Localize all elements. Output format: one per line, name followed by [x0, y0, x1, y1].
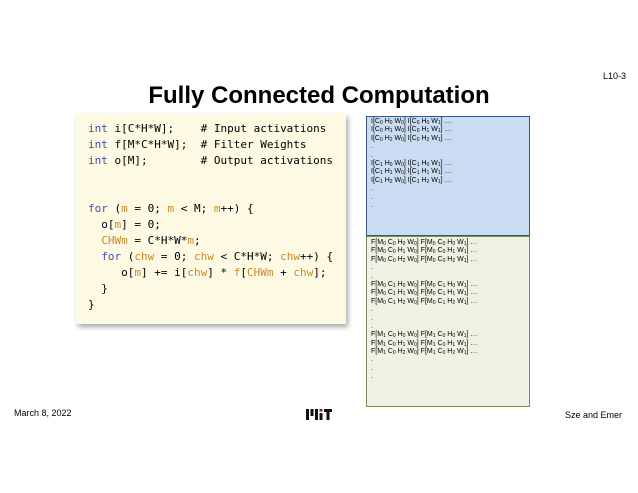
- slide-title: Fully Connected Computation: [148, 82, 490, 109]
- input-entry: .: [371, 151, 373, 159]
- code-line: for (chw = 0; chw < C*H*W; chw++) {: [88, 249, 346, 265]
- filter-entry: .: [371, 314, 373, 322]
- code-token: ;: [193, 234, 201, 247]
- code-token: for: [88, 250, 128, 263]
- input-entry: .: [371, 193, 373, 201]
- code-line: o[m] += i[chw] * f[CHWm + chw];: [88, 265, 346, 281]
- code-token: f: [233, 266, 241, 279]
- footer-authors: Sze and Emer: [564, 410, 622, 420]
- code-token: < M;: [174, 202, 214, 215]
- code-token: m: [121, 202, 128, 215]
- input-entry: .: [371, 143, 373, 151]
- filter-entry: F[M0 C0 H0 W0] F[M0 C0 H0 W1] …: [371, 239, 478, 247]
- code-token: < C*H*W;: [213, 250, 281, 263]
- filter-entry: .: [371, 322, 373, 330]
- code-token: ] += i[: [140, 266, 188, 279]
- code-line: for (m = 0; m < M; m++) {: [88, 201, 346, 217]
- input-entry: I[C0 H1 W0] I[C0 H1 W1] …: [371, 126, 452, 135]
- code-token: int: [88, 122, 115, 135]
- footer-date: March 8, 2022: [14, 408, 72, 418]
- code-token: = 0;: [127, 202, 168, 215]
- filter-entry: F[M0 C0 H1 W0] F[M0 C0 H1 W1] …: [371, 247, 478, 256]
- filter-entry: F[M0 C1 H0 W0] F[M0 C1 H0 W1] …: [371, 280, 478, 289]
- code-token: (: [127, 250, 135, 263]
- code-token: for: [88, 202, 115, 215]
- code-token: i[C*H*W]; # Input activations: [114, 122, 327, 135]
- code-line: int o[M]; # Output activations: [88, 153, 346, 169]
- code-token: CHWm: [246, 266, 274, 279]
- mit-logo: [306, 407, 332, 425]
- code-token: chw: [280, 250, 300, 263]
- filter-entry: .: [371, 356, 373, 364]
- filter-entry: F[M0 C1 H1 W0] F[M0 C1 H1 W1] …: [371, 289, 478, 298]
- code-token: }: [88, 282, 108, 295]
- slide-number: L10-3: [602, 71, 626, 81]
- code-token: m: [167, 202, 175, 215]
- code-token: }: [88, 298, 95, 311]
- filter-entry: F[M1 C0 H0 W0] F[M1 C0 H0 W1] …: [371, 331, 478, 340]
- code-line: }: [88, 297, 346, 313]
- code-token: o[M]; # Output activations: [114, 154, 334, 167]
- code-token: o[: [88, 218, 115, 231]
- code-token: = C*H*W*: [127, 234, 188, 247]
- code-token: m: [114, 218, 122, 231]
- code-token: chw: [293, 266, 314, 279]
- code-token: int: [88, 138, 115, 151]
- filter-entry: F[M0 C0 H2 W0] F[M0 C0 H2 W1] …: [371, 255, 478, 264]
- filter-entry: .: [371, 264, 373, 272]
- filter-entry: .: [371, 373, 373, 381]
- code-line: CHWm = C*H*W*m;: [88, 233, 346, 249]
- code-line: int i[C*H*W]; # Input activations: [88, 121, 346, 137]
- code-token: ++) {: [299, 250, 334, 263]
- code-token: m: [213, 202, 221, 215]
- filter-entry: .: [371, 272, 373, 280]
- input-activations-memory: I[C0 H0 W0] I[C0 H0 W1] …I[C0 H1 W0] I[C…: [366, 116, 530, 236]
- code-token: CHWm: [88, 234, 128, 247]
- code-token: chw: [194, 250, 214, 263]
- code-line: int f[M*C*H*W]; # Filter Weights: [88, 137, 346, 153]
- code-token: chw: [187, 266, 208, 279]
- code-token: int: [88, 154, 115, 167]
- input-entry: I[C1 H2 W0] I[C1 H2 W1] …: [371, 176, 452, 185]
- input-entry: I[C1 H0 W0] I[C1 H0 W1] …: [371, 159, 452, 168]
- filter-entry: .: [371, 306, 373, 314]
- code-token: = 0;: [154, 250, 194, 263]
- filter-weights-memory: F[M0 C0 H0 W0] F[M0 C0 H0 W1] …F[M0 C0 H…: [366, 236, 530, 407]
- code-token: ] *: [207, 266, 234, 279]
- filter-entry: F[M1 C0 H2 W0] F[M1 C0 H2 W1] …: [371, 348, 478, 357]
- code-line: [88, 169, 346, 185]
- code-token: (: [114, 202, 122, 215]
- input-entry: I[C1 H1 W0] I[C1 H1 W1] …: [371, 168, 452, 177]
- input-entry: I[C0 H0 W0] I[C0 H0 W1] …: [371, 118, 452, 126]
- filter-entry: F[M1 C0 H1 W0] F[M1 C0 H1 W1] …: [371, 339, 478, 348]
- input-entry: .: [371, 201, 373, 209]
- code-token: o[: [88, 266, 135, 279]
- code-token: ];: [313, 266, 327, 279]
- input-entry: .: [371, 185, 373, 193]
- mit-logo-icon: [306, 409, 332, 420]
- code-token: chw: [134, 250, 155, 263]
- code-token: ++) {: [220, 202, 254, 215]
- code-token: ] = 0;: [121, 218, 161, 231]
- code-token: [: [240, 266, 247, 279]
- code-line: o[m] = 0;: [88, 217, 346, 233]
- code-line: }: [88, 281, 346, 297]
- input-entry: I[C0 H2 W0] I[C0 H2 W1] …: [371, 134, 452, 143]
- filter-entry: F[M0 C1 H2 W0] F[M0 C1 H2 W1] …: [371, 297, 478, 306]
- code-token: m: [187, 234, 194, 247]
- code-token: m: [134, 266, 141, 279]
- code-token: f[M*C*H*W]; # Filter Weights: [114, 138, 307, 151]
- code-token: +: [273, 266, 294, 279]
- code-line: [88, 185, 346, 201]
- filter-entry: .: [371, 364, 373, 372]
